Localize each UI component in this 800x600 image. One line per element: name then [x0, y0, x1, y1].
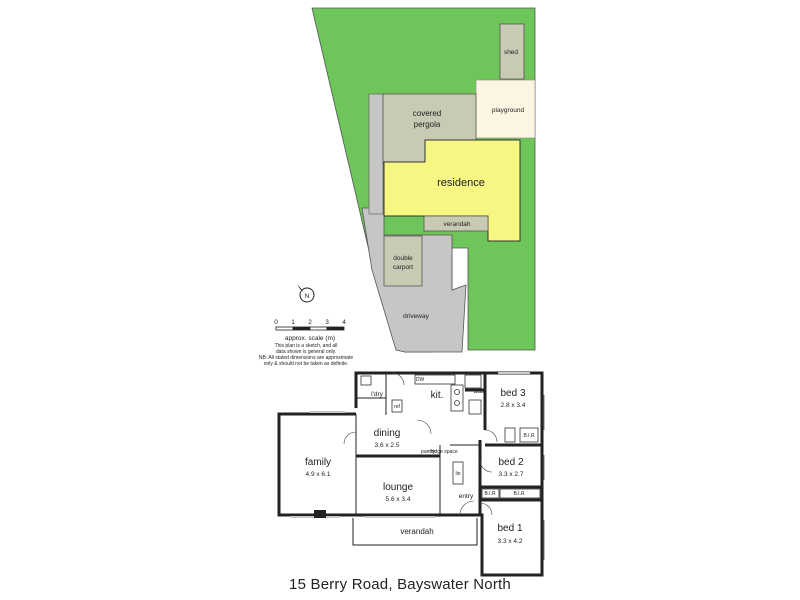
kitchen-bench — [414, 374, 456, 385]
room-family-dims: 4.9 x 6.1 — [306, 471, 331, 478]
sink-icon — [454, 389, 460, 395]
shed — [499, 23, 525, 80]
disclaimer-line-2: data shown is general only. — [276, 349, 336, 355]
double-carport — [383, 235, 423, 287]
room-kitchen-name: kit. — [431, 390, 444, 401]
toilet-icon — [360, 375, 372, 386]
side-path — [368, 93, 384, 215]
room-bed3-name: bed 3 — [500, 388, 525, 399]
room-bed1-name: bed 1 — [497, 523, 522, 534]
room-verandah-name: verandah — [400, 527, 433, 536]
carport-label-1: double — [393, 255, 413, 262]
room-dining-dims: 3.6 x 2.5 — [375, 442, 400, 449]
room-laundry-name: l'dry — [371, 391, 383, 398]
wardrobe-bed3 — [519, 427, 539, 443]
doors — [343, 372, 498, 516]
room-family-name: family — [305, 457, 331, 468]
wardrobe-right — [499, 488, 541, 499]
room-bed1-dims: 3.3 x 4.2 — [498, 538, 523, 545]
north-compass: N — [297, 284, 315, 303]
room-dining-name: dining — [374, 428, 401, 439]
room-bed3-dims: 2.8 x 3.4 — [501, 402, 526, 409]
room-lounge-dims: 5.6 x 3.4 — [386, 496, 411, 503]
fixture-bir-bed3: B.I.R — [523, 433, 535, 439]
shed-label: shed — [504, 49, 518, 56]
ensuite-toilet — [504, 427, 516, 443]
site-verandah — [423, 215, 489, 232]
fixture-bir-left: B.I.R — [484, 491, 496, 497]
scale-tick-1: 1 — [291, 319, 295, 326]
scale-tick-3: 3 — [325, 319, 329, 326]
scale-bar: 0 1 2 3 4 approx. scale (m) — [274, 319, 346, 342]
fixture-pantry: pantry — [421, 449, 435, 455]
carport-label-2: carport — [393, 264, 413, 271]
fireplace-icon — [314, 510, 326, 518]
compass-needle-icon — [297, 284, 304, 292]
residence-label: residence — [437, 177, 485, 189]
driveway-label: driveway — [403, 313, 429, 320]
scale-tick-0: 0 — [274, 319, 278, 326]
room-bed2-dims: 3.3 x 2.7 — [499, 471, 524, 478]
fixture-linen: lin — [455, 471, 460, 477]
disclaimer-line-4: only & should not be taken as definite. — [264, 361, 349, 367]
playground-label: playground — [492, 107, 525, 114]
room-entry-name: entry — [459, 493, 474, 500]
verandah-outline — [352, 518, 478, 546]
wardrobe-left — [481, 488, 500, 499]
kitchen-island — [450, 384, 464, 412]
disclaimer-line-1: This plan is a sketch, and all — [275, 343, 338, 349]
fixture-dw: DW — [416, 377, 425, 383]
disclaimer-line-3: NB: All stated dimensions are approximat… — [259, 355, 353, 361]
fixture-ref: ref — [394, 404, 400, 410]
fixture-fridge-space: fridge space — [430, 449, 457, 455]
vanity — [468, 399, 482, 415]
hob-icon — [454, 400, 460, 406]
scale-tick-4: 4 — [342, 319, 346, 326]
exterior-wall — [277, 371, 544, 577]
pergola-label-2: pergola — [414, 120, 441, 129]
laundry-trough — [391, 399, 403, 413]
linen-cupboard — [452, 461, 464, 485]
room-lounge-name: lounge — [383, 482, 413, 493]
pergola-label-1: covered — [413, 109, 441, 118]
floor-plan: family 4.9 x 6.1 dining 3.6 x 2.5 lounge… — [277, 371, 545, 577]
property-address-caption: 15 Berry Road, Bayswater North — [289, 576, 511, 593]
scale-title: approx. scale (m) — [285, 335, 335, 342]
site-verandah-label: verandah — [443, 221, 470, 228]
room-bed2-name: bed 2 — [498, 457, 523, 468]
site-plan: shed playground covered pergola residenc… — [311, 7, 536, 353]
fixture-bir-right: B.I.R — [513, 491, 525, 497]
bath-tub — [464, 374, 482, 389]
disclaimer: This plan is a sketch, and all data show… — [259, 343, 353, 367]
scale-tick-2: 2 — [308, 319, 312, 326]
compass-label: N — [305, 293, 310, 300]
room-bath-name: bath — [474, 388, 487, 395]
